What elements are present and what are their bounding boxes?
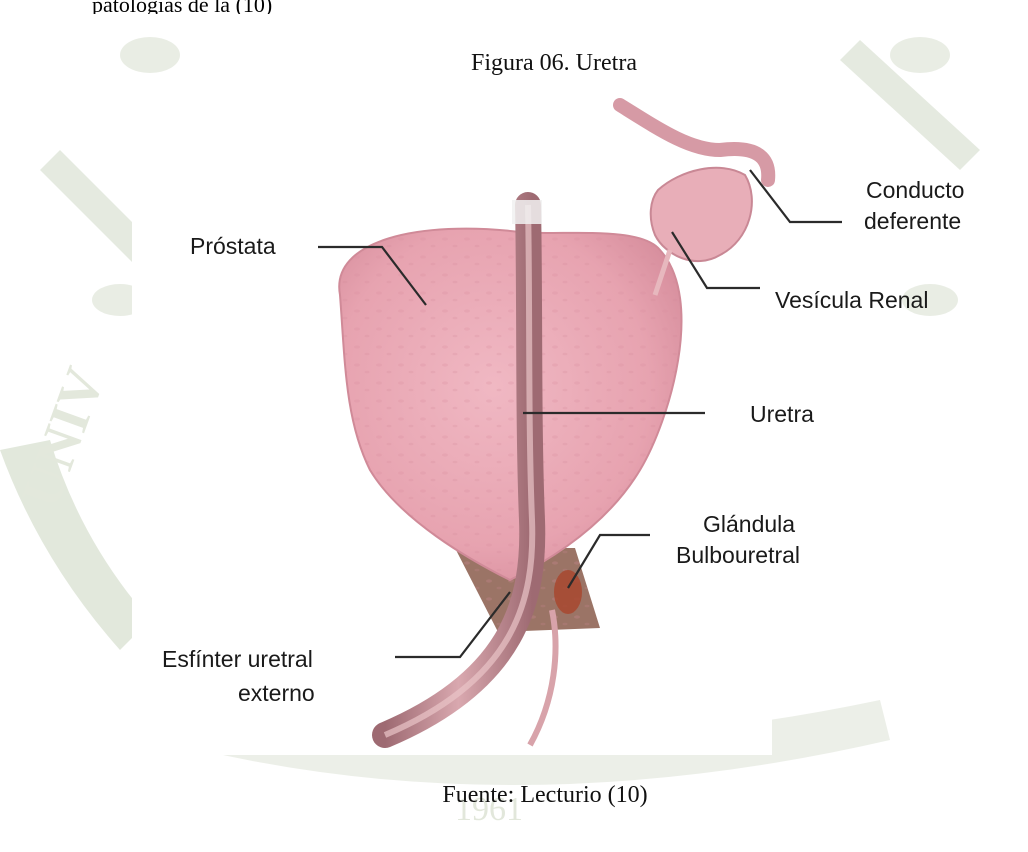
label-esfinter-line2: externo [238, 679, 315, 707]
label-conducto-line1: Conducto [866, 176, 964, 204]
figure-source: Fuente: Lecturio (10) [0, 782, 1028, 809]
label-conducto-line2: deferente [864, 207, 961, 235]
label-vesicula: Vesícula Renal [775, 286, 928, 314]
label-prostata: Próstata [190, 232, 276, 260]
bulbourethral-gland [554, 570, 582, 614]
label-esfinter-line1: Esfínter uretral [162, 645, 313, 673]
label-uretra: Uretra [750, 400, 814, 428]
label-glandula-line2: Bulbouretral [676, 541, 800, 569]
label-glandula-line1: Glándula [703, 510, 795, 538]
